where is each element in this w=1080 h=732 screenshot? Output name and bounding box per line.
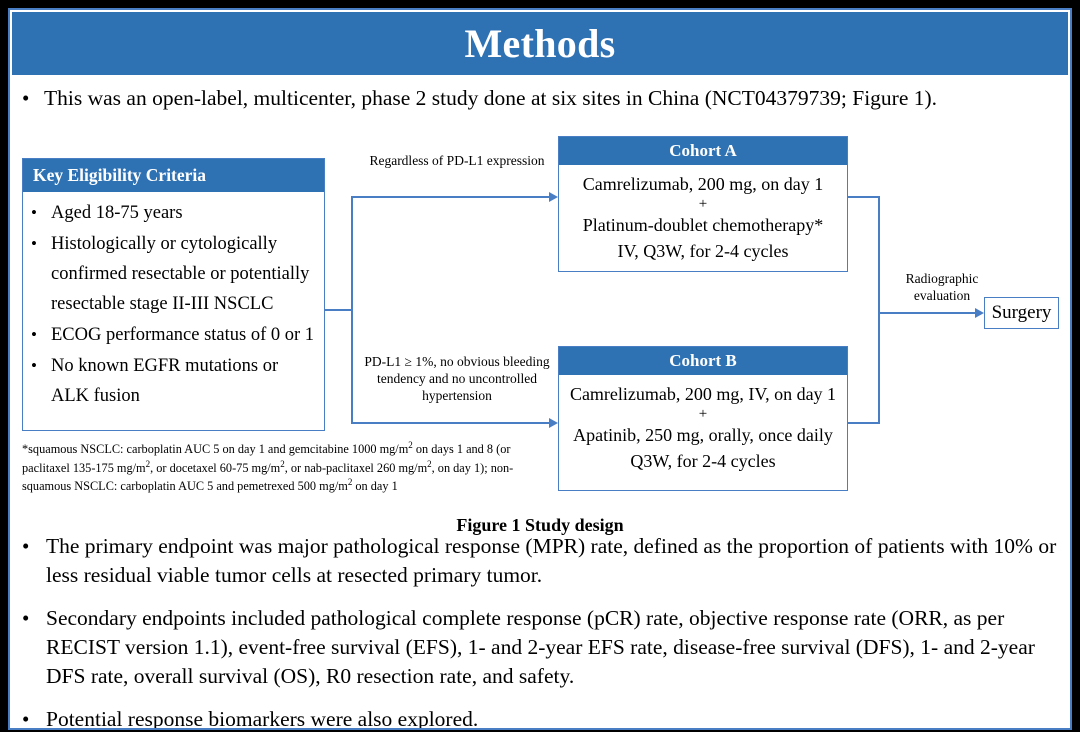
surgery-box: Surgery (984, 297, 1059, 329)
bullet-marker-icon: • (31, 203, 37, 222)
connector-cohort-a-out (848, 196, 880, 198)
slide-frame: Methods • This was an open-label, multic… (8, 8, 1072, 730)
bullet-marker-icon: • (31, 356, 37, 375)
arrow-head-surgery-icon (975, 308, 984, 318)
cohort-b-plus: + (698, 406, 708, 422)
bullet-marker-icon: • (31, 325, 37, 344)
cohort-a-line-1: Camrelizumab, 200 mg, on day 1 (582, 174, 824, 194)
intro-bullet-text: This was an open-label, multicenter, pha… (44, 86, 938, 110)
bullet-marker-icon: • (31, 234, 37, 253)
connector-bottom-branch (351, 422, 549, 424)
bullet-marker-icon: • (22, 606, 30, 630)
eligibility-list: • Aged 18-75 years • Histologically or c… (23, 192, 324, 411)
list-item: • The primary endpoint was major patholo… (22, 532, 1062, 590)
connector-merge-vertical (878, 196, 880, 424)
endpoint-text-secondary: Secondary endpoints included pathologica… (46, 606, 1035, 688)
page-title: Methods (464, 20, 616, 66)
connector-cohort-b-out (848, 422, 880, 424)
cohort-a-line-2: Platinum-doublet chemotherapy* (582, 215, 824, 235)
arrow-head-cohort-b-icon (549, 418, 558, 428)
cohort-b-header: Cohort B (559, 347, 847, 375)
bullet-marker-icon: • (22, 534, 30, 558)
intro-bullet: • This was an open-label, multicenter, p… (22, 84, 1062, 112)
endpoints-list: • The primary endpoint was major patholo… (22, 532, 1062, 730)
cohort-a-line-3: IV, Q3W, for 2-4 cycles (617, 241, 789, 261)
list-item: • Histologically or cytologically confir… (31, 229, 318, 319)
list-item: • Aged 18-75 years (31, 198, 318, 228)
eligibility-item-text: No known EGFR mutations or ALK fusion (51, 356, 279, 406)
list-item: • Secondary endpoints included pathologi… (22, 604, 1062, 691)
cohort-a-body: Camrelizumab, 200 mg, on day 1 + Platinu… (559, 165, 847, 264)
eligibility-criteria-box: Key Eligibility Criteria • Aged 18-75 ye… (22, 158, 325, 431)
bullet-marker-icon: • (22, 707, 30, 730)
cohort-b-box: Cohort B Camrelizumab, 200 mg, IV, on da… (558, 346, 848, 491)
endpoint-text-primary: The primary endpoint was major pathologi… (46, 534, 1057, 587)
list-item: • Potential response biomarkers were als… (22, 705, 1062, 730)
cohort-a-plus: + (698, 196, 708, 212)
cohort-a-header: Cohort A (559, 137, 847, 165)
list-item: • No known EGFR mutations or ALK fusion (31, 351, 318, 411)
connector-split-vertical (351, 196, 353, 424)
cohort-b-line-3: Q3W, for 2-4 cycles (630, 451, 776, 471)
cohort-a-box: Cohort A Camrelizumab, 200 mg, on day 1 … (558, 136, 848, 272)
chemotherapy-footnote: *squamous NSCLC: carboplatin AUC 5 on da… (22, 440, 514, 494)
arrow-head-cohort-a-icon (549, 192, 558, 202)
annotation-radiographic-evaluation: Radiographic evaluation (905, 271, 979, 303)
study-design-diagram: Key Eligibility Criteria • Aged 18-75 ye… (10, 120, 1070, 515)
bullet-marker-icon: • (22, 86, 30, 110)
connector-top-branch (351, 196, 549, 198)
cohort-b-body: Camrelizumab, 200 mg, IV, on day 1 + Apa… (559, 375, 847, 474)
annotation-pdl1-threshold: PD-L1 ≥ 1%, no obvious bleeding tendency… (364, 354, 550, 403)
eligibility-item-text: Histologically or cytologically confirme… (51, 234, 310, 314)
cohort-b-line-2: Apatinib, 250 mg, orally, once daily (573, 425, 833, 445)
eligibility-item-text: ECOG performance status of 0 or 1 (51, 325, 315, 345)
connector-elig-stub (325, 309, 353, 311)
annotation-pdl1-regardless: Regardless of PD-L1 expression (369, 153, 545, 168)
connector-to-surgery (878, 312, 976, 314)
figure-caption: Figure 1 Study design (456, 515, 624, 535)
endpoint-text-biomarkers: Potential response biomarkers were also … (46, 707, 479, 730)
eligibility-item-text: Aged 18-75 years (51, 203, 183, 223)
cohort-b-line-1: Camrelizumab, 200 mg, IV, on day 1 (569, 384, 837, 404)
slide-title-bar: Methods (12, 12, 1068, 75)
list-item: • ECOG performance status of 0 or 1 (31, 320, 318, 350)
eligibility-header: Key Eligibility Criteria (23, 159, 324, 192)
